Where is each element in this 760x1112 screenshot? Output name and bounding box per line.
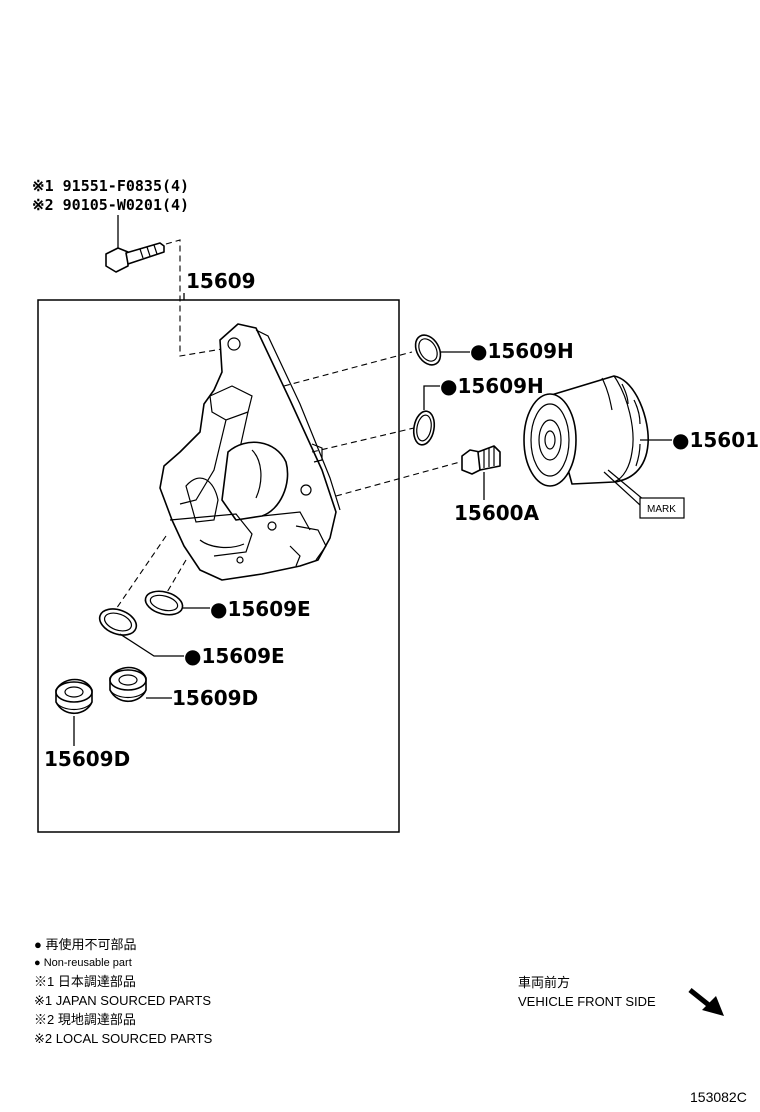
- direction-label-jp: 車両前方: [518, 975, 570, 990]
- front-arrow-icon: [688, 988, 724, 1016]
- plug-left-label[interactable]: 15609D: [44, 747, 130, 771]
- direction-label-en: VEHICLE FRONT SIDE: [518, 994, 656, 1009]
- bolt-alt1-label[interactable]: ※1 91551-F0835(4): [32, 177, 189, 195]
- housing-box: [37, 299, 400, 833]
- plug-right-part[interactable]: [109, 666, 147, 703]
- legend-line-1: ● 再使用不可部品: [34, 937, 136, 952]
- oring-upper-part[interactable]: [410, 331, 445, 370]
- mark-leader-2: [607, 469, 645, 501]
- bolt-alt2-label[interactable]: ※2 90105-W0201(4): [32, 196, 189, 214]
- oring-lower-label[interactable]: ●15609H: [440, 374, 544, 398]
- oring-upper-label[interactable]: ●15609H: [470, 339, 574, 363]
- bolt-part[interactable]: [105, 242, 165, 273]
- guide-line-union: [335, 461, 461, 497]
- gasket-lower-label[interactable]: ●15609E: [184, 644, 285, 668]
- gasket-lower-leader: [119, 633, 184, 657]
- legend-line-2: ● Non-reusable part: [34, 957, 132, 969]
- union-plug-label[interactable]: 15600A: [454, 501, 540, 525]
- plug-left-part[interactable]: [55, 678, 93, 715]
- gasket-upper-part[interactable]: [143, 587, 185, 618]
- legend-line-5: ※2 現地調達部品: [34, 1012, 136, 1027]
- legend-line-4: ※1 JAPAN SOURCED PARTS: [34, 993, 211, 1008]
- housing-label[interactable]: 15609: [186, 269, 256, 293]
- union-plug-part[interactable]: [461, 445, 501, 475]
- guide-line-gasket-lower: [113, 535, 167, 613]
- mark-tag-label[interactable]: MARK: [647, 504, 676, 515]
- mark-tag-box: [639, 497, 685, 519]
- figure-code: 153082C: [690, 1089, 747, 1105]
- oring-lower-part[interactable]: [411, 410, 437, 447]
- guide-line-gasket-upper: [165, 559, 187, 595]
- guide-line-oring-lower: [311, 427, 415, 453]
- oring-lower-leader: [423, 385, 440, 410]
- oil-filter-part[interactable]: [523, 375, 649, 487]
- legend-line-3: ※1 日本調達部品: [34, 974, 136, 989]
- filter-bracket-part[interactable]: [159, 323, 341, 581]
- gasket-upper-label[interactable]: ●15609E: [210, 597, 311, 621]
- guide-line-oring-upper: [283, 351, 413, 387]
- bolt-dash-line: [165, 239, 229, 357]
- legend-line-6: ※2 LOCAL SOURCED PARTS: [34, 1031, 213, 1046]
- mark-leader-1: [603, 471, 641, 506]
- gasket-lower-part[interactable]: [96, 604, 140, 640]
- oil-filter-label[interactable]: ●15601: [672, 428, 759, 452]
- plug-right-label[interactable]: 15609D: [172, 686, 258, 710]
